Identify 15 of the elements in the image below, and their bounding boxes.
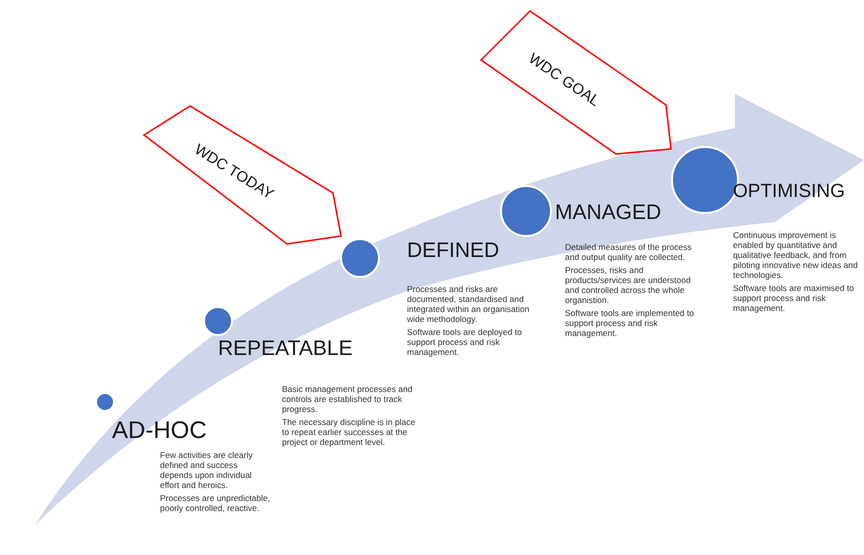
stage-description: Continuous improvement is enabled by quantitative and qualitative feedback, and from piloting innovative new ideas and technologies. [733, 230, 859, 280]
stage-description: Processes and risks are documented, standardised and integrated within an organisation wide methodology. [407, 284, 530, 324]
stage-description: Software tools are implemented to support process and risk management. [565, 308, 695, 338]
stage-description: Software tools are deployed to support process and risk management. [407, 327, 523, 358]
stage-description: Software tools are maximised to support process and risk management. [733, 282, 855, 313]
stage-description: Detailed measures of the process and output quality are collected. [565, 242, 693, 262]
stage-description: Processes, risks and products/services are understood and controlled across the whole organistion. [565, 265, 692, 306]
stage-description: The necessary discipline is in place to repeat earlier successes at the project or department level. [282, 417, 416, 448]
stage-title: AD-HOC [112, 416, 208, 446]
stage-description: Few activities are clearly defined and success depends upon individual effort and heroics. [160, 450, 254, 490]
stage-description: Basic management processes and controls are established to track progress. [282, 384, 414, 414]
stage-description: Processes are unpredictable, poorly controlled, reactive. [160, 493, 272, 513]
stage-title: OPTIMISING [733, 180, 846, 204]
stage-title: DEFINED [407, 238, 500, 264]
stage-title: MANAGED [555, 200, 662, 226]
